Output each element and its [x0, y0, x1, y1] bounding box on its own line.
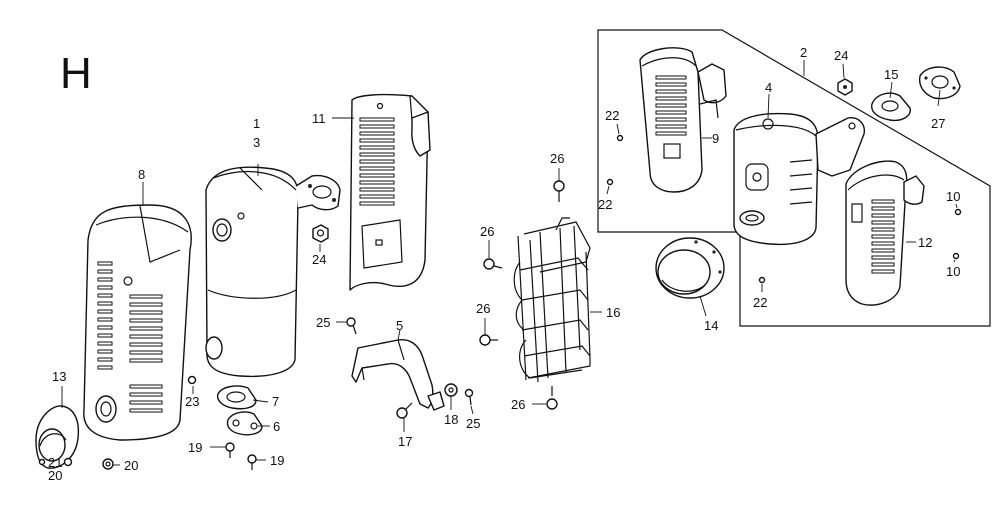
- part-12-shield: [845, 160, 925, 306]
- part-7-gasket: [216, 385, 257, 410]
- part-4-muffler: [733, 112, 865, 246]
- callout-14: 14: [704, 318, 718, 333]
- callout-25-right: 25: [466, 416, 480, 431]
- callout-9: 9: [712, 131, 719, 146]
- part-15-gasket: [871, 92, 911, 122]
- part-11-heat-shield: [349, 93, 431, 291]
- callout-27: 27: [931, 116, 945, 131]
- callout-labels: 1 3 8 11 13 21 20 20 23 7 6 19 19 24 25 …: [48, 45, 960, 483]
- callout-10-top: 10: [946, 189, 960, 204]
- callout-26-low: 26: [476, 301, 490, 316]
- callout-22-mid: 22: [598, 197, 612, 212]
- callout-7: 7: [272, 394, 279, 409]
- callout-11: 11: [312, 111, 326, 126]
- part-1-muffler-body: [205, 166, 341, 378]
- callout-19-right: 19: [270, 453, 284, 468]
- kit-fasteners: [606, 78, 962, 284]
- callout-20-left: 20: [48, 468, 62, 483]
- callout-2: 2: [800, 45, 807, 60]
- callout-23: 23: [185, 394, 199, 409]
- callout-5: 5: [396, 318, 403, 333]
- callout-3: 3: [253, 135, 260, 150]
- part-5-bracket: [351, 338, 445, 411]
- callout-25-left: 25: [316, 315, 330, 330]
- part-27-gasket: [918, 66, 961, 100]
- callout-26-top: 26: [550, 151, 564, 166]
- callout-1: 1: [253, 116, 260, 131]
- section-letter: H: [60, 49, 92, 98]
- callout-4: 4: [765, 80, 772, 95]
- callout-13: 13: [52, 369, 66, 384]
- callout-15: 15: [884, 67, 898, 82]
- callout-20-right: 20: [124, 458, 138, 473]
- callout-24-left: 24: [312, 252, 326, 267]
- part-14-spark-arrester: [655, 237, 725, 299]
- callout-21: 21: [48, 455, 62, 470]
- part-13-cap: [35, 405, 80, 469]
- callout-24-right: 24: [834, 48, 848, 63]
- part-8-muffler-cover: [83, 204, 192, 441]
- fasteners: [38, 180, 565, 470]
- part-16-protector-frame: [513, 217, 591, 383]
- callout-22-top: 22: [605, 108, 619, 123]
- callout-8: 8: [138, 167, 145, 182]
- part-9-screen-cover: [639, 47, 727, 193]
- callout-6: 6: [273, 419, 280, 434]
- callout-17: 17: [398, 434, 412, 449]
- callout-18: 18: [444, 412, 458, 427]
- callout-16: 16: [606, 305, 620, 320]
- callout-22-bottom: 22: [753, 295, 767, 310]
- callout-12: 12: [918, 235, 932, 250]
- part-6-gasket: [226, 411, 263, 436]
- callout-26-mid: 26: [480, 224, 494, 239]
- spark-arrester-kit-group: [597, 29, 991, 327]
- callout-19-left: 19: [188, 440, 202, 455]
- leader-lines: [61, 60, 958, 466]
- callout-10-bottom: 10: [946, 264, 960, 279]
- callout-26-bottom: 26: [511, 397, 525, 412]
